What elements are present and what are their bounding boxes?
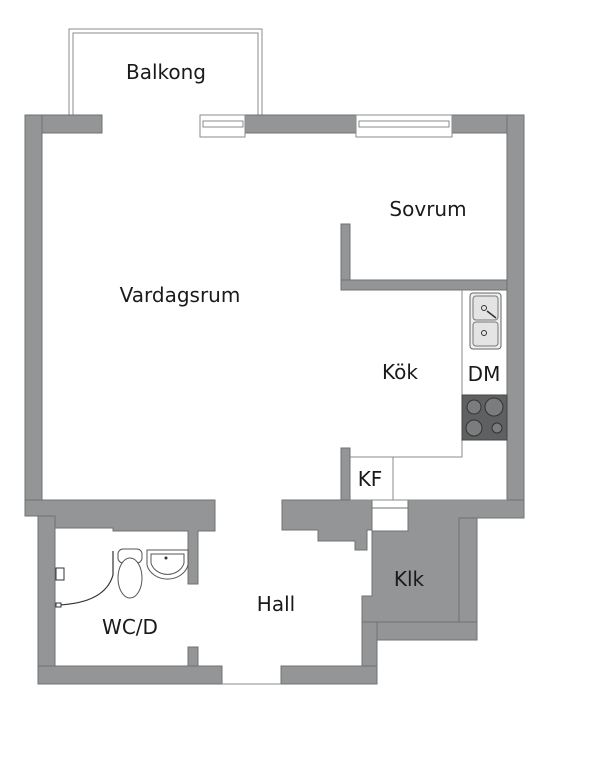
- label-hall: Hall: [257, 592, 295, 616]
- label-klk: Klk: [394, 567, 425, 591]
- washbasin-icon: [146, 549, 189, 580]
- label-kf: KF: [358, 467, 383, 491]
- label-sovrum: Sovrum: [389, 197, 466, 221]
- sink-icon: [469, 292, 502, 350]
- shower-icon: [55, 551, 114, 608]
- bathroom-fixtures: [55, 548, 189, 608]
- label-kok: Kök: [382, 360, 418, 384]
- kitchen: [350, 290, 508, 501]
- windows: [199, 114, 453, 138]
- label-vardagsrum: Vardagsrum: [120, 283, 241, 307]
- room-labels: Balkong Vardagsrum Sovrum Kök DM KF Klk …: [102, 60, 500, 639]
- walls: [24, 114, 525, 685]
- label-balkong: Balkong: [126, 60, 206, 84]
- label-wcd: WC/D: [102, 615, 158, 639]
- balcony: [68, 28, 263, 115]
- toilet-icon: [117, 548, 143, 599]
- stove-icon: [461, 394, 508, 441]
- label-dm: DM: [468, 362, 501, 386]
